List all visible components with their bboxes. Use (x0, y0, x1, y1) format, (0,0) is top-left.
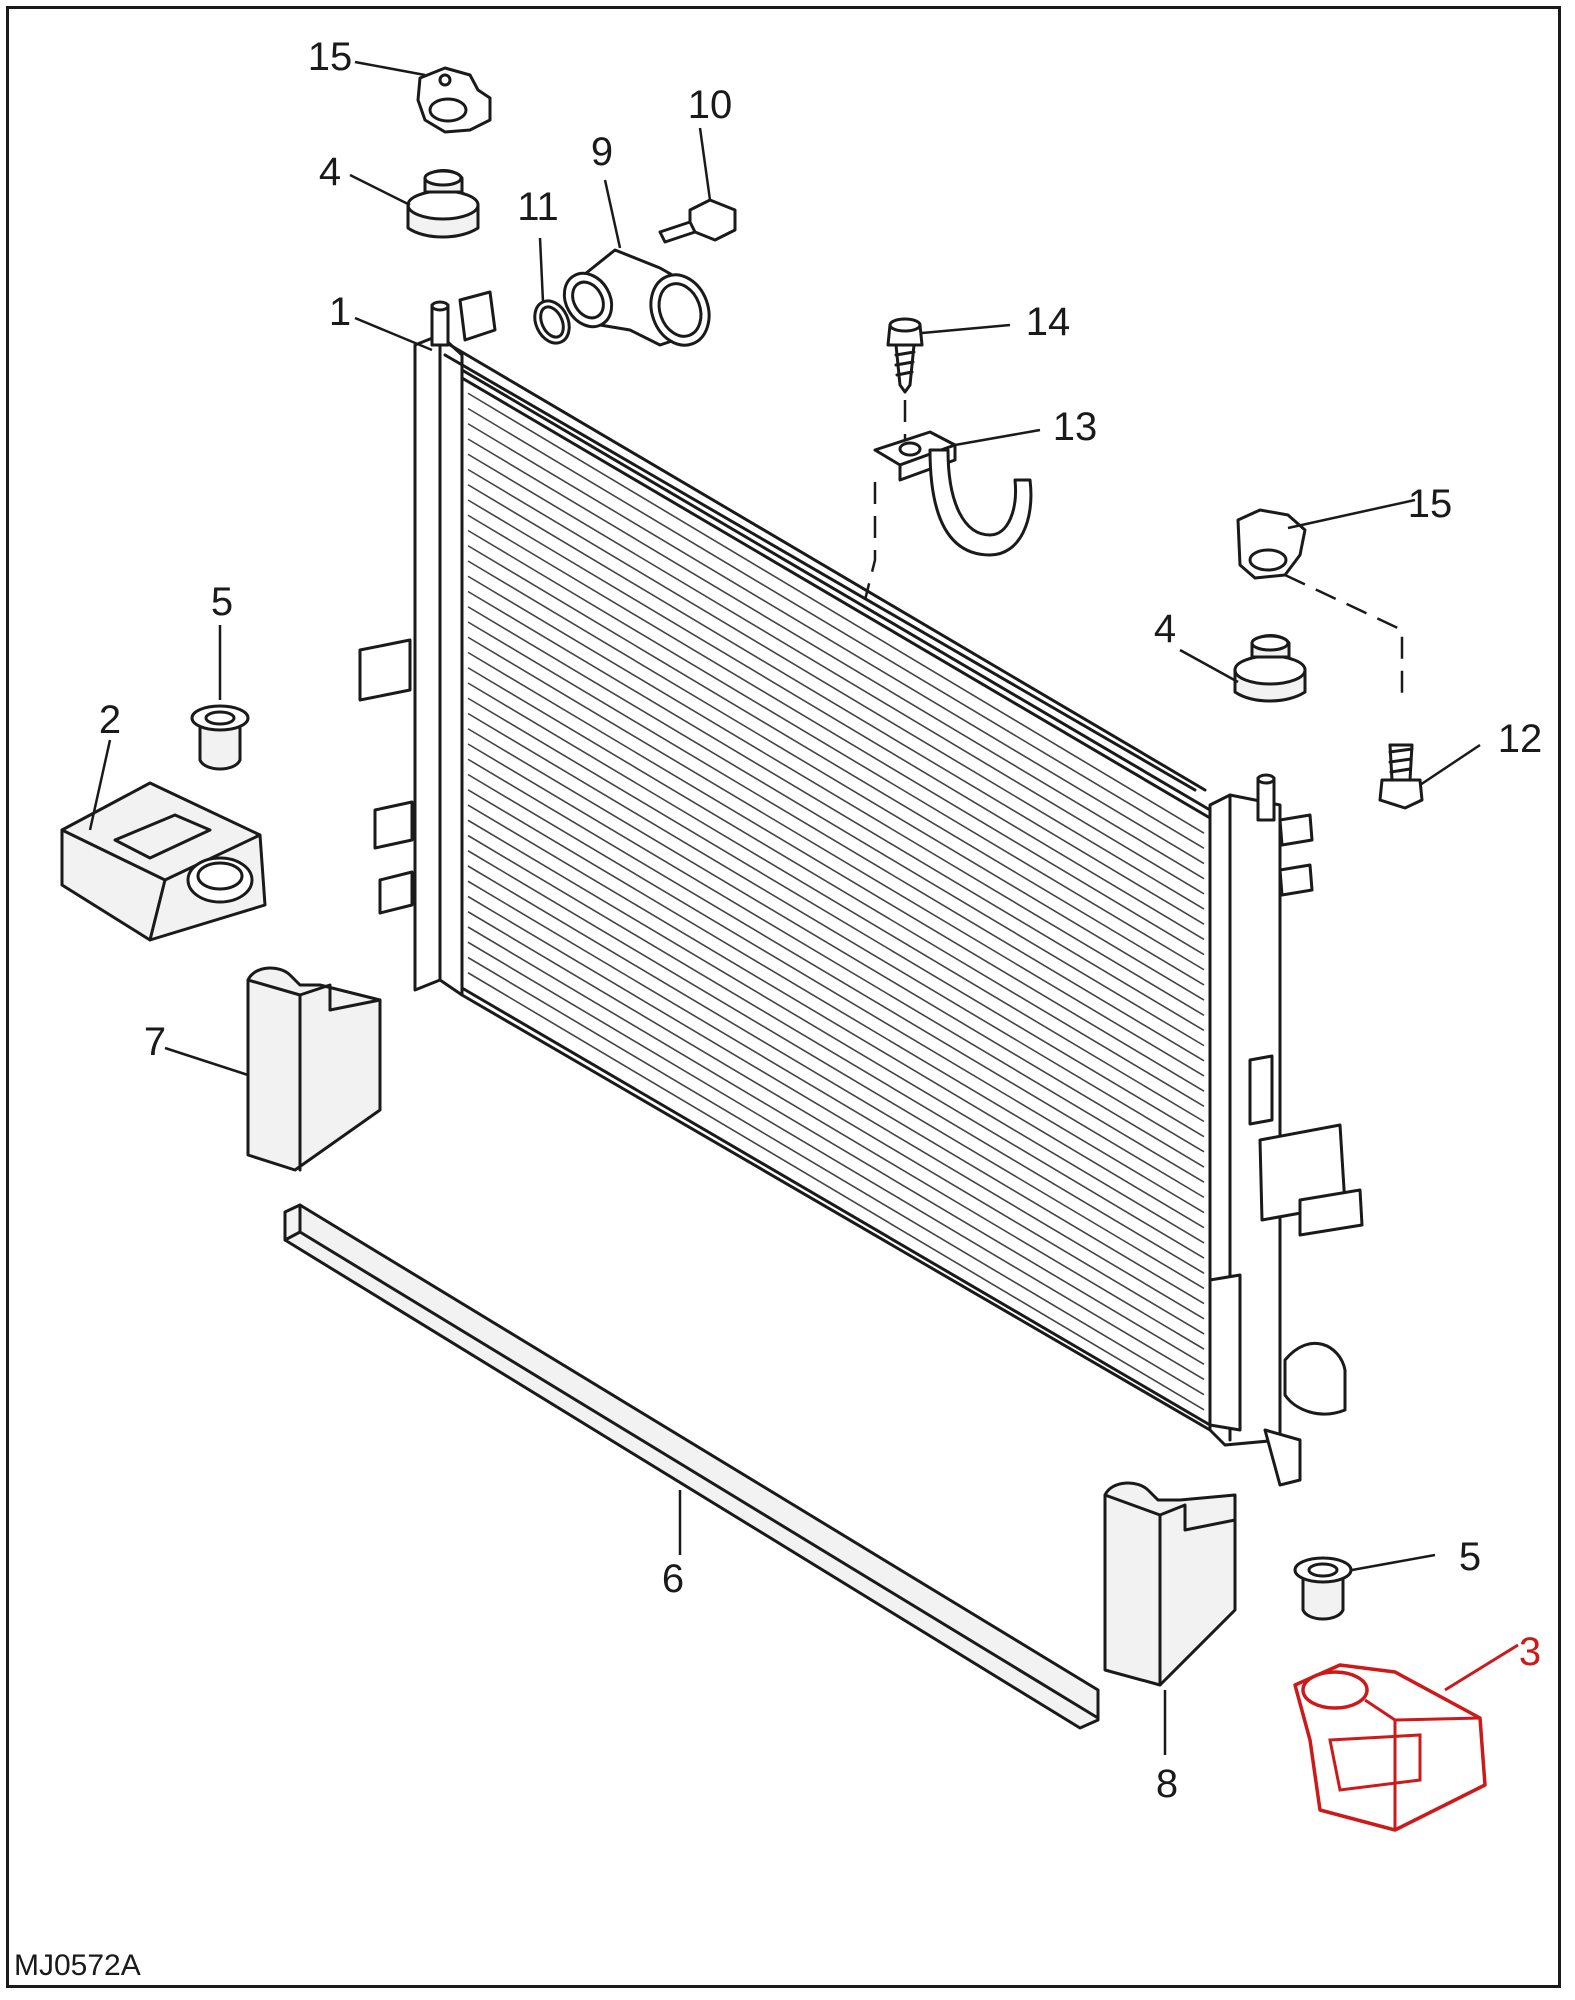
radiator-fin-line (467, 438, 1205, 880)
bolt-part-12 (1378, 743, 1424, 810)
radiator-fin-line (467, 789, 1205, 1229)
callout-15-right: 15 (1408, 482, 1453, 526)
diagram-code: MJ0572A (14, 1949, 141, 1982)
bolt-part-10 (658, 198, 737, 244)
radiator-fin-line (467, 911, 1205, 1350)
bracket-part-3-highlighted (1293, 1663, 1487, 1832)
radiator-fin-line (467, 819, 1205, 1259)
radiator-fin-line (467, 423, 1205, 865)
radiator-fin-line (467, 926, 1205, 1365)
radiator-fin-line (467, 484, 1205, 925)
radiator-part (358, 290, 1364, 1487)
radiator-fin-line (467, 728, 1205, 1168)
radiator-fin-line (467, 956, 1205, 1396)
radiator-fins (467, 392, 1205, 1411)
callout-1: 1 (329, 290, 351, 334)
radiator-fin-line (467, 758, 1205, 1199)
callout-7: 7 (144, 1020, 166, 1064)
radiator-fin-line (467, 941, 1205, 1381)
callout-3-highlighted: 3 (1519, 1630, 1541, 1674)
mount-part-4-right (1233, 634, 1307, 703)
callout-12: 12 (1498, 717, 1543, 761)
block-part-8 (1103, 1481, 1237, 1687)
radiator-fin-line (467, 651, 1205, 1092)
radiator-fin-line (467, 499, 1205, 941)
radiator-fin-line (467, 697, 1205, 1138)
bush-part-5-right (1293, 1556, 1353, 1621)
bracket-part-13 (873, 430, 1033, 557)
clip-part-15-right (1236, 508, 1307, 580)
radiator-fin-line (467, 514, 1205, 956)
mount-part-4-top (406, 169, 480, 239)
callout-13: 13 (1053, 405, 1098, 449)
clip-part-15-top (416, 66, 492, 134)
radiator-fin-line (467, 453, 1205, 895)
callout-5-right: 5 (1459, 1535, 1481, 1579)
radiator-fin-line (467, 636, 1205, 1077)
bush-part-5-left (190, 704, 250, 771)
radiator-fin-line (467, 529, 1205, 971)
radiator-fin-line (467, 865, 1205, 1305)
radiator-fin-line (467, 895, 1205, 1335)
radiator-fin-line (467, 606, 1205, 1047)
leader-lines (88, 60, 1519, 1755)
radiator-fin-line (467, 575, 1205, 1016)
elbow-pipe-part-9 (562, 248, 711, 347)
radiator-fin-line (467, 773, 1205, 1214)
callout-15-top: 15 (308, 35, 353, 79)
callout-10: 10 (688, 83, 733, 127)
radiator-fin-line (467, 804, 1205, 1244)
radiator-fin-line (467, 468, 1205, 910)
seal-strip-part-6 (283, 1203, 1100, 1730)
radiator-fin-line (467, 560, 1205, 1001)
radiator-fin-line (467, 972, 1205, 1411)
callout-labels: 15 4 11 9 10 1 14 13 15 5 4 2 12 7 6 5 3… (14, 35, 1542, 1982)
block-part-7 (246, 966, 382, 1172)
radiator-fin-line (467, 407, 1205, 850)
screw-part-14 (886, 317, 924, 394)
radiator-fin-line (467, 834, 1205, 1274)
radiator-fin-line (467, 545, 1205, 986)
diagram-frame (6, 6, 1561, 1988)
radiator-fin-line (467, 743, 1205, 1183)
bracket-part-2 (60, 781, 267, 942)
callout-5-left: 5 (211, 580, 233, 624)
radiator-fin-line (467, 392, 1205, 834)
radiator-fin-line (467, 667, 1205, 1108)
radiator-fin-line (467, 590, 1205, 1032)
radiator-fin-line (467, 682, 1205, 1123)
callout-6: 6 (662, 1557, 684, 1601)
callout-4-top: 4 (319, 150, 341, 194)
radiator-fin-line (467, 621, 1205, 1062)
callout-14: 14 (1026, 300, 1071, 344)
callout-11: 11 (517, 185, 559, 229)
radiator-fin-line (467, 712, 1205, 1153)
callout-4-right: 4 (1154, 607, 1176, 651)
callout-9: 9 (591, 130, 613, 174)
o-ring-part-11 (533, 299, 571, 345)
callout-8: 8 (1156, 1762, 1178, 1806)
radiator-fin-line (467, 880, 1205, 1320)
callout-2: 2 (99, 698, 121, 742)
radiator-fin-line (467, 850, 1205, 1290)
